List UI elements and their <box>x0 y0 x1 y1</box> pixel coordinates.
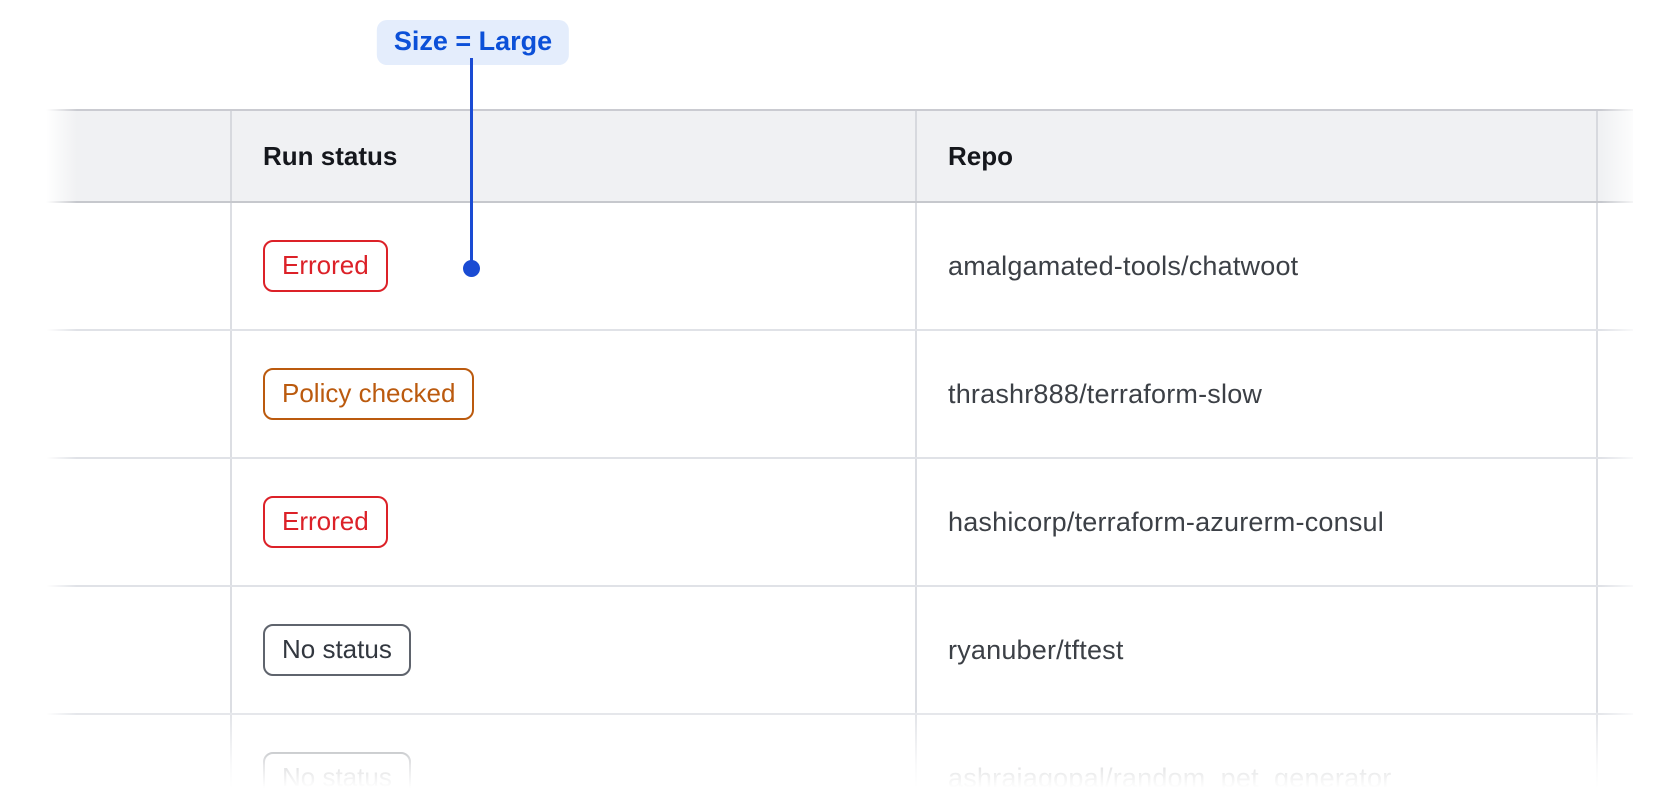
cell-repo: thrashr888/terraform-slow <box>917 331 1598 457</box>
cell-repo: amalgamated-tools/chatwoot <box>917 203 1598 329</box>
size-annotation-badge: Size = Large <box>376 20 570 65</box>
cell-run-status: No status <box>232 587 917 713</box>
workspaces-table: Run status Repo Errored amalgamated-tool… <box>43 109 1633 788</box>
table-row[interactable]: No status ashrajagopal/random_pet_genera… <box>43 715 1633 788</box>
header-cell-leading <box>43 111 232 201</box>
cell-trailing <box>1598 459 1633 585</box>
header-label-run-status: Run status <box>263 140 398 171</box>
repo-name: thrashr888/terraform-slow <box>948 378 1263 409</box>
cell-repo: ryanuber/tftest <box>917 587 1598 713</box>
run-status-badge: Errored <box>263 496 388 548</box>
cell-run-status: No status <box>232 715 917 788</box>
annotation-anchor-dot <box>463 260 480 277</box>
header-cell-run-status: Run status <box>232 111 917 201</box>
cell-run-status: Policy checked <box>232 331 917 457</box>
table-body: Errored amalgamated-tools/chatwoot Polic… <box>43 203 1633 788</box>
cell-run-status: Errored <box>232 459 917 585</box>
table-row[interactable]: Errored amalgamated-tools/chatwoot <box>43 203 1633 331</box>
cell-leading <box>43 331 232 457</box>
run-status-badge: Errored <box>263 240 388 292</box>
cell-run-status: Errored <box>232 203 917 329</box>
cell-trailing <box>1598 331 1633 457</box>
cell-leading <box>43 203 232 329</box>
annotation-leader-line <box>470 58 473 261</box>
repo-name: ashrajagopal/random_pet_generator <box>948 762 1392 788</box>
cell-leading <box>43 715 232 788</box>
cell-repo: hashicorp/terraform-azurerm-consul <box>917 459 1598 585</box>
cell-trailing <box>1598 587 1633 713</box>
cell-leading <box>43 587 232 713</box>
run-status-badge: Policy checked <box>263 368 475 420</box>
cell-trailing <box>1598 715 1633 788</box>
repo-name: ryanuber/tftest <box>948 634 1124 665</box>
run-status-badge: No status <box>263 752 411 788</box>
cell-repo: ashrajagopal/random_pet_generator <box>917 715 1598 788</box>
header-label-repo: Repo <box>948 140 1013 171</box>
cell-leading <box>43 459 232 585</box>
size-annotation-label: Size = Large <box>393 26 553 56</box>
table-row[interactable]: Errored hashicorp/terraform-azurerm-cons… <box>43 459 1633 587</box>
header-cell-repo: Repo <box>917 111 1598 201</box>
table-row[interactable]: Policy checked thrashr888/terraform-slow <box>43 331 1633 459</box>
header-cell-trailing <box>1598 111 1633 201</box>
table-header-row: Run status Repo <box>43 109 1633 203</box>
repo-name: amalgamated-tools/chatwoot <box>948 250 1299 281</box>
table-row[interactable]: No status ryanuber/tftest <box>43 587 1633 715</box>
cell-trailing <box>1598 203 1633 329</box>
run-status-badge: No status <box>263 624 411 676</box>
repo-name: hashicorp/terraform-azurerm-consul <box>948 506 1384 537</box>
